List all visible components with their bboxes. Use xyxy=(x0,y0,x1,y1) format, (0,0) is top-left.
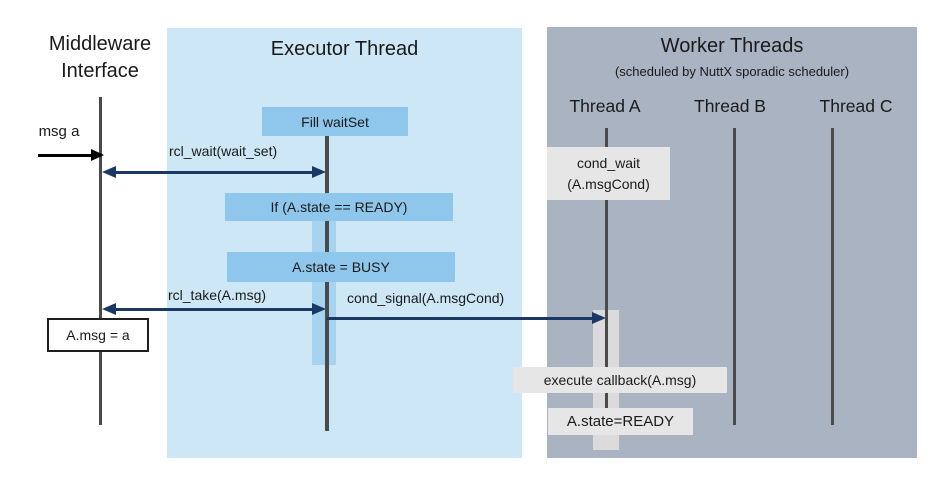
msg-a-arrowhead-icon xyxy=(91,149,104,161)
cond-signal-label: cond_signal(A.msgCond) xyxy=(347,290,505,306)
cond-signal-arrow xyxy=(327,316,593,320)
middleware-title-line2: Interface xyxy=(61,60,139,82)
middleware-title-line1: Middleware xyxy=(48,33,152,55)
rcl-wait-arrow xyxy=(112,170,316,174)
executor-thread-panel xyxy=(167,28,522,458)
if-ready-box: If (A.state == READY) xyxy=(225,193,453,221)
thread-a-header: Thread A xyxy=(569,96,641,116)
middleware-title: Middleware Interface xyxy=(20,31,180,85)
rcl-take-label: rcl_take(A.msg) xyxy=(168,287,267,303)
state-ready-box: A.state=READY xyxy=(548,408,693,435)
thread-c-header: Thread C xyxy=(819,96,893,116)
cond-wait-line2: (A.msgCond) xyxy=(567,175,650,192)
worker-threads-title: Worker Threads xyxy=(660,35,804,57)
rcl-take-right-arrowhead-icon xyxy=(312,302,326,315)
cond-wait-line1: cond_wait xyxy=(576,155,641,172)
cond-wait-box: cond_wait (A.msgCond) xyxy=(547,147,670,200)
cond-signal-arrowhead-icon xyxy=(592,311,606,324)
rcl-wait-left-arrowhead-icon xyxy=(102,165,116,178)
set-busy-box: A.state = BUSY xyxy=(227,252,455,282)
msg-a-label: msg a xyxy=(38,123,80,140)
executor-lifeline xyxy=(325,136,329,431)
thread-b-lifeline xyxy=(733,128,736,425)
thread-a-lifeline xyxy=(605,128,608,408)
rcl-take-arrow xyxy=(112,307,316,311)
fill-waitset-box: Fill waitSet xyxy=(262,107,408,136)
thread-b-header: Thread B xyxy=(694,96,766,116)
worker-threads-subtitle: (scheduled by NuttX sporadic scheduler) xyxy=(614,64,850,79)
msg-a-arrow xyxy=(38,153,94,157)
a-msg-assignment-box: A.msg = a xyxy=(47,318,149,352)
execute-callback-box: execute callback(A.msg) xyxy=(513,367,727,393)
rcl-wait-right-arrowhead-icon xyxy=(312,165,326,178)
executor-title: Executor Thread xyxy=(270,38,419,60)
rcl-take-left-arrowhead-icon xyxy=(102,302,116,315)
rcl-wait-label: rcl_wait(wait_set) xyxy=(169,143,278,159)
thread-c-lifeline xyxy=(831,128,834,425)
middleware-lifeline xyxy=(99,97,102,425)
